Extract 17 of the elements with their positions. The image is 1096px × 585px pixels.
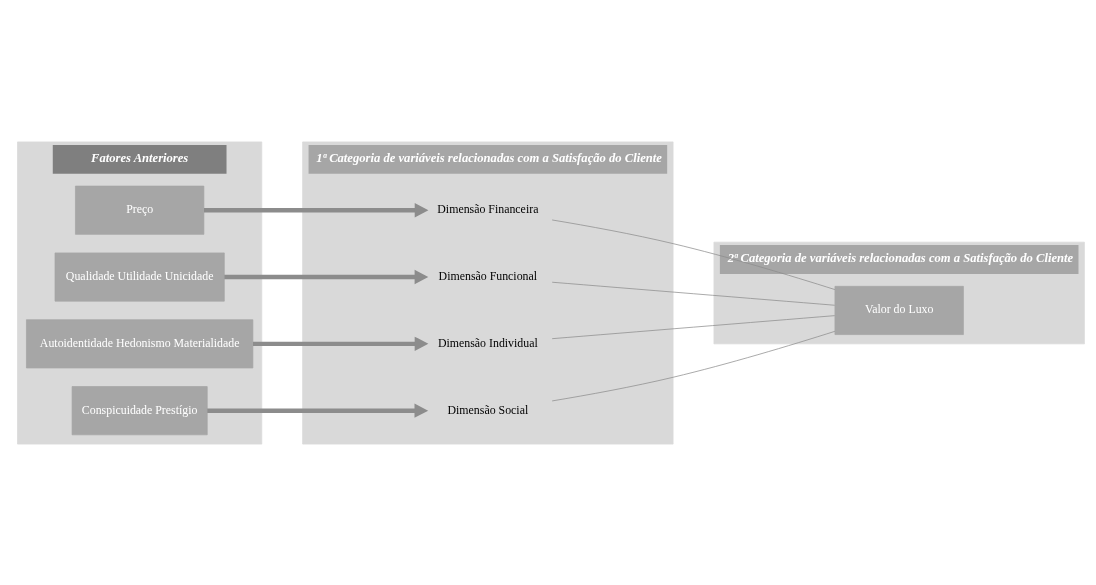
connector: [551, 219, 836, 290]
node-text: Dimensão Funcional: [438, 268, 538, 283]
node-box: Autoidentidade Hedonismo Materialidade: [26, 318, 254, 368]
connector: [551, 281, 836, 306]
node-text: Dimensão Financeira: [437, 201, 539, 216]
node-box: Preço: [75, 185, 205, 235]
connector: [551, 330, 836, 401]
arrow: [224, 269, 429, 284]
node-text: Dimensão Social: [447, 402, 529, 416]
arrow: [207, 403, 429, 418]
connector: [551, 314, 836, 339]
node-box: Conspicuidade Prestígio: [71, 385, 208, 435]
arrow: [204, 202, 429, 217]
node-text: Dimensão Individual: [437, 335, 538, 350]
arrow: [252, 336, 429, 351]
node-box: Qualidade Utilidade Unicidade: [54, 252, 225, 302]
node-box: Valor do Luxo: [834, 285, 964, 335]
